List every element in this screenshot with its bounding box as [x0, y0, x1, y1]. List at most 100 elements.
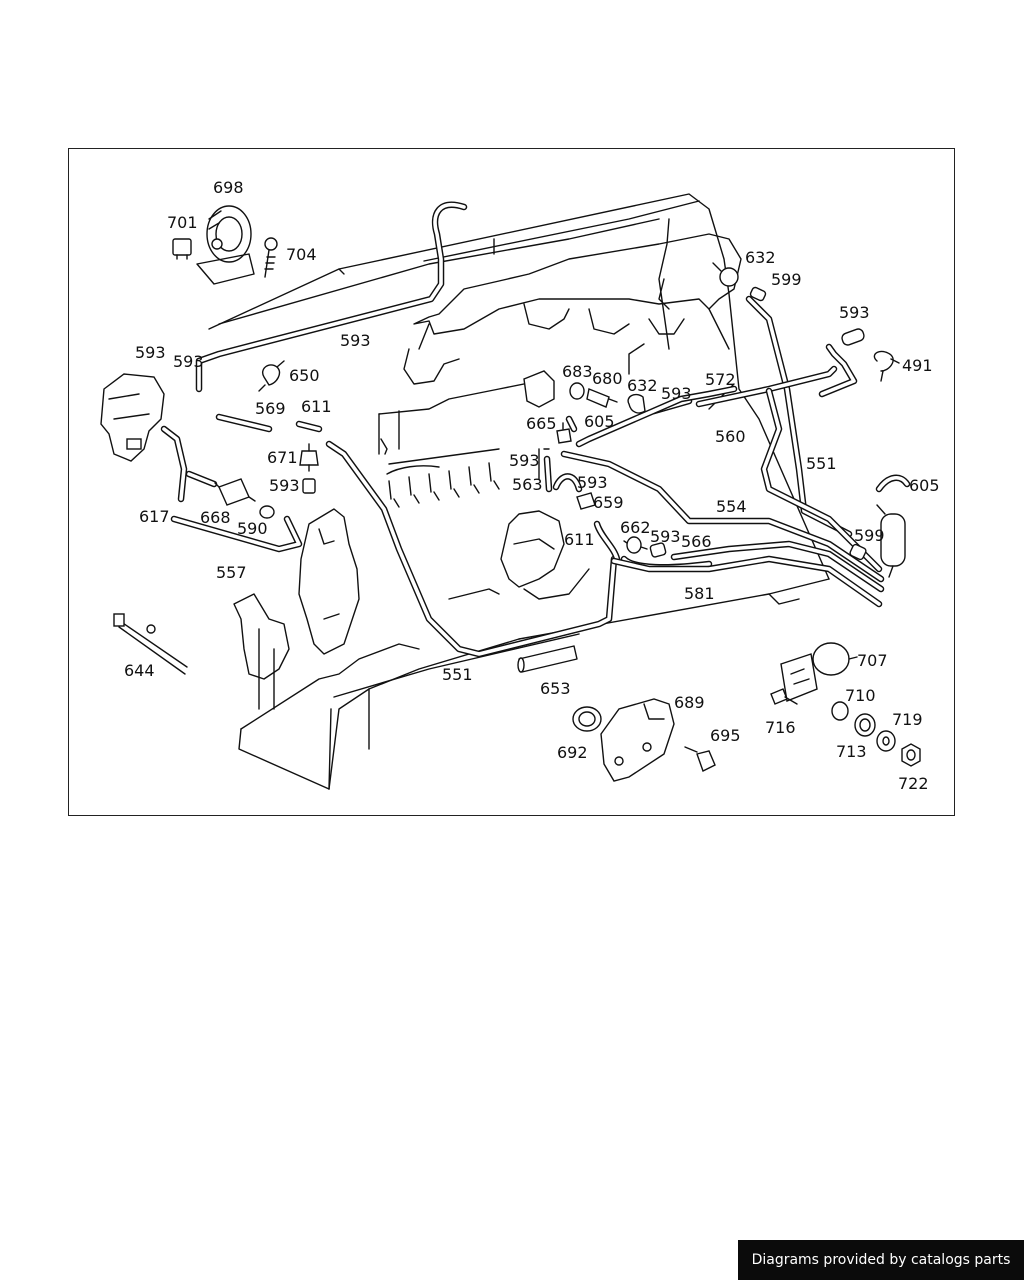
clip-650-icon [258, 360, 285, 392]
part-number-label: 716 [765, 718, 796, 737]
sleeve-710-icon [831, 701, 849, 721]
hose-segment [610, 555, 883, 608]
engine-vacuum-hose-diagram: 6987017045935935936505696116715936176685… [100, 178, 940, 793]
hose-segment-core [577, 387, 736, 446]
part-number-label: 653 [540, 679, 571, 698]
screw-704-icon [264, 237, 278, 278]
hose-segment-core [877, 476, 909, 491]
part-number-label: 611 [564, 530, 595, 549]
part-number-label: 689 [674, 693, 705, 712]
sleeve-590-icon [259, 505, 275, 519]
part-number-label: 671 [267, 448, 298, 467]
part-number-label: 659 [593, 493, 624, 512]
part-number-label: 593 [661, 384, 692, 403]
hose-segment-core [747, 297, 851, 536]
hose-segment-core [554, 474, 581, 491]
part-number-label: 683 [562, 362, 593, 381]
part-number-label: 713 [836, 742, 867, 761]
part-number-label: 554 [716, 497, 747, 516]
part-number-label: 644 [124, 661, 155, 680]
fuel-injector-row [386, 448, 500, 508]
hose-segment-core [197, 203, 466, 391]
check-valve-671-icon [299, 443, 319, 472]
hose-segment-core [762, 389, 881, 571]
hose-segment-core [545, 457, 551, 491]
cable-tie-644-icon [113, 613, 188, 675]
part-number-label: 611 [301, 397, 332, 416]
clamp-692-icon [572, 706, 602, 732]
hose-segment-core [672, 542, 883, 591]
part-number-label: 599 [854, 526, 885, 545]
bolt-716-icon [770, 688, 798, 705]
filter-668-icon [214, 478, 256, 506]
component-parts [100, 205, 921, 782]
part-number-label: 680 [592, 369, 623, 388]
hose-segment-core [595, 522, 619, 561]
part-number-label: 593 [839, 303, 870, 322]
part-number-label: 572 [705, 370, 736, 389]
part-number-label: 593 [269, 476, 300, 495]
hose-segment-core [172, 517, 301, 551]
part-number-label: 692 [557, 743, 588, 762]
part-number-label: 593 [577, 473, 608, 492]
part-number-label: 566 [681, 532, 712, 551]
nut-722-icon [901, 743, 921, 767]
sleeve-593-icon [302, 478, 316, 494]
part-number-label: 581 [684, 584, 715, 603]
hose-segment-core [612, 557, 881, 606]
connector-701-icon [172, 238, 192, 260]
valve-698-icon [196, 205, 255, 285]
fitting-680-icon [586, 388, 618, 408]
part-number-label: 569 [255, 399, 286, 418]
part-number-label: 617 [139, 507, 170, 526]
intake-manifold [403, 233, 742, 385]
vacuum-actuator-707-icon [780, 642, 858, 702]
hose-segment-core [697, 367, 836, 406]
sleeve-593-mid-icon [649, 542, 667, 558]
part-number-label: 551 [806, 454, 837, 473]
part-number-label: 695 [710, 726, 741, 745]
part-number-label: 590 [237, 519, 268, 538]
clip-491-icon [873, 350, 900, 382]
hose-segment-core [187, 472, 216, 486]
part-number-label: 593 [509, 451, 540, 470]
part-number-label: 662 [620, 518, 651, 537]
hose-segment-core [562, 452, 883, 581]
part-number-label: 650 [289, 366, 320, 385]
part-number-label: 719 [892, 710, 923, 729]
sleeve-593-tr-icon [841, 328, 865, 346]
part-number-label: 707 [857, 651, 888, 670]
filter-605-icon [876, 504, 906, 578]
footer-credit-text: Diagrams provided by catalogs parts [751, 1252, 1011, 1268]
hose-segment-core [567, 417, 576, 431]
check-valve-659-icon [576, 492, 596, 510]
washer-683-icon [569, 382, 585, 400]
part-number-label: 560 [715, 427, 746, 446]
hose-segment-core [297, 422, 321, 431]
part-number-label: 668 [200, 508, 231, 527]
part-number-label: 632 [745, 248, 776, 267]
part-number-label: 704 [286, 245, 317, 264]
hose-segment-core [820, 345, 856, 396]
sleeve-599-icon [749, 286, 767, 302]
hose-segment-core [162, 427, 186, 501]
valve-665-icon [556, 422, 572, 444]
part-number-label: 491 [902, 356, 933, 375]
part-number-label: 599 [771, 270, 802, 289]
part-number-label: 605 [584, 412, 615, 431]
hose-segment-core [327, 442, 616, 656]
part-number-label: 593 [135, 343, 166, 362]
part-number-label: 632 [627, 376, 658, 395]
clamp-632-icon [712, 262, 739, 287]
footer-credit-banner: Diagrams provided by catalogs parts [738, 1240, 1024, 1280]
part-number-label: 698 [213, 178, 244, 197]
part-number-label: 605 [909, 476, 940, 495]
part-number-label: 665 [526, 414, 557, 433]
hose-segment [745, 295, 853, 538]
clamp-632b-icon [627, 393, 646, 414]
part-number-label: 557 [216, 563, 247, 582]
part-number-label: 593 [173, 352, 204, 371]
valve-662-icon [623, 536, 648, 554]
